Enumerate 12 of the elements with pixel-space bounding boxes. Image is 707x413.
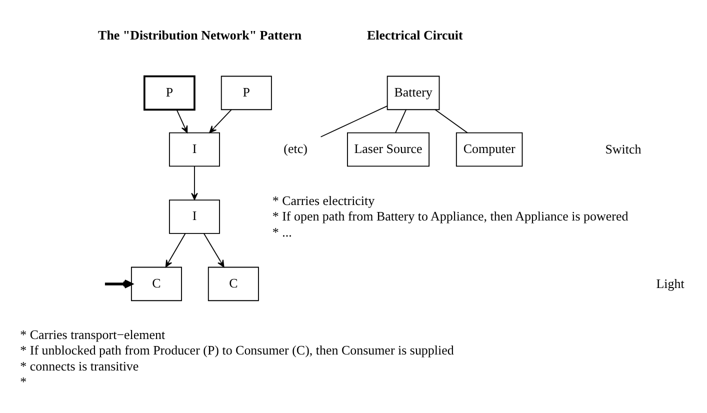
- label: Switch: [605, 140, 642, 156]
- label: * ...: [272, 224, 292, 239]
- label: * If unblocked path from Producer (P) to Consumer (C), then Consumer is supplied: [20, 342, 454, 358]
- label: * If open path from Battery to Appliance, then Appliance is powered: [272, 208, 628, 224]
- label: Electrical Circuit: [366, 26, 463, 42]
- label: *: [20, 374, 27, 389]
- label: The "Distribution Network" Pattern: [98, 26, 302, 42]
- node-text: (etc): [284, 140, 308, 156]
- label: * Carries transport−element: [20, 326, 166, 342]
- label: * Carries electricity: [272, 192, 375, 208]
- label: * connects is transitive: [20, 358, 139, 373]
- label: Light: [656, 275, 684, 290]
